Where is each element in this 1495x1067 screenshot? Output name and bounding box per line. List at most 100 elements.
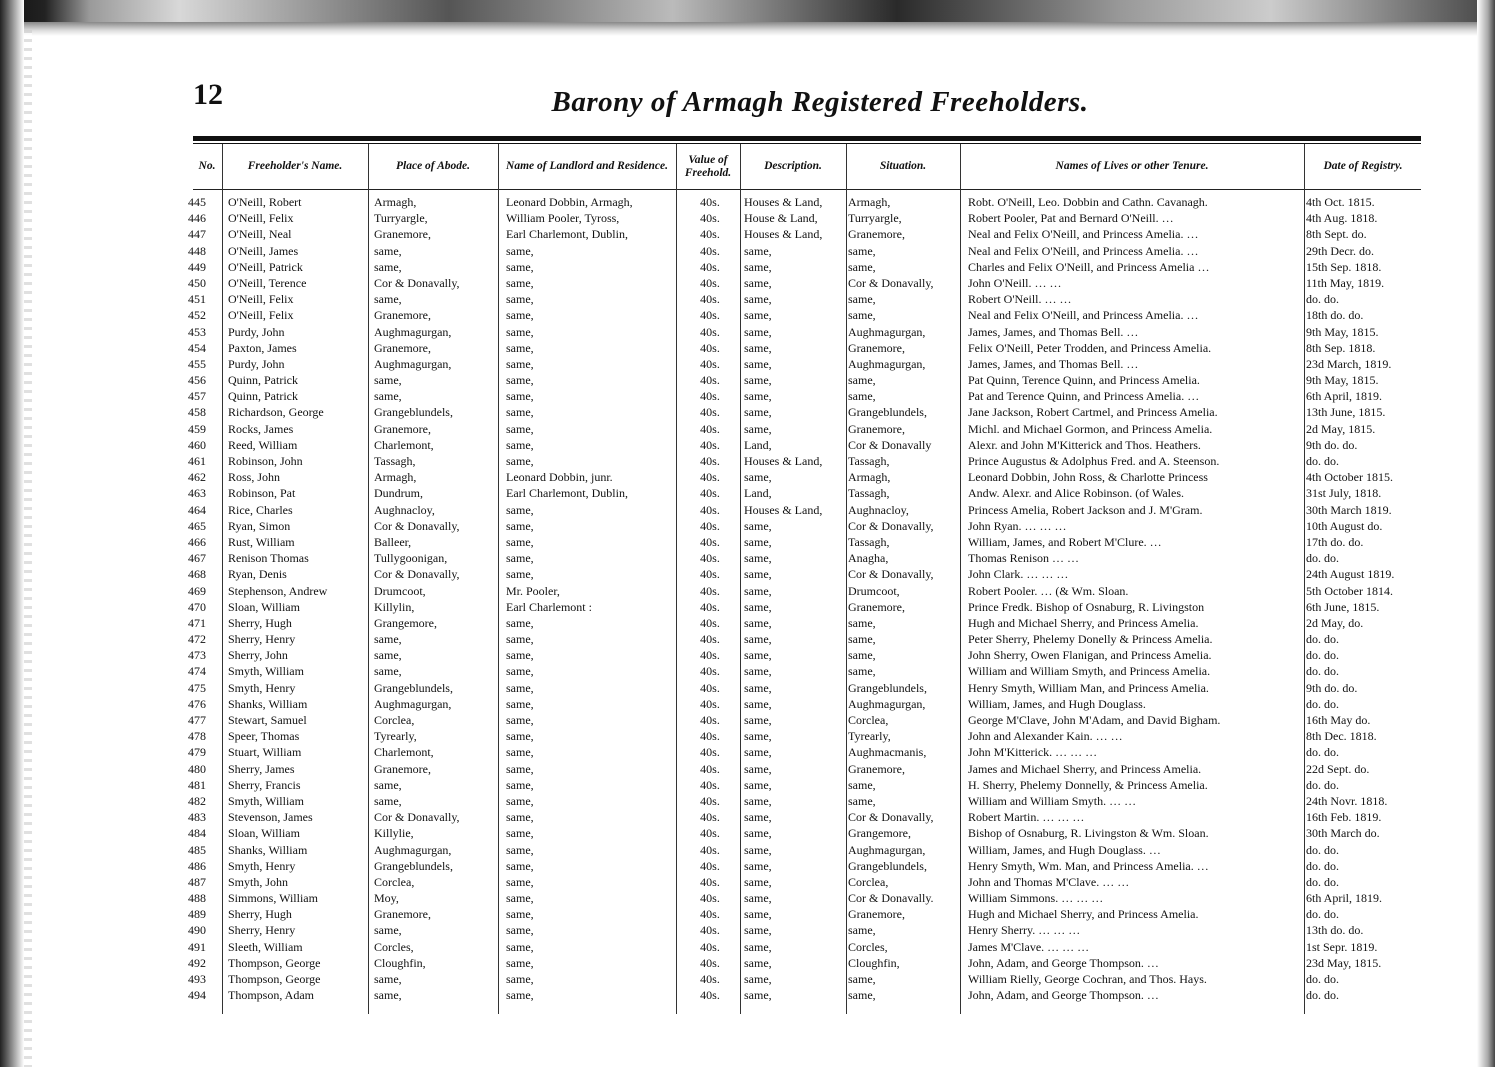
date-of-registry: do. do. xyxy=(1306,632,1339,647)
date-of-registry: 31st July, 1818. xyxy=(1306,486,1382,501)
row-number: 490 xyxy=(188,923,206,938)
place-of-abode: Grangeblundels, xyxy=(374,858,453,873)
situation: Corclea, xyxy=(848,713,889,727)
column-header-landlord: Name of Landlord and Residence. xyxy=(506,160,668,172)
place-of-abode: same, xyxy=(374,389,402,404)
date-of-registry: do. do. xyxy=(1306,454,1339,468)
scan-edge-top-shadow xyxy=(0,22,1495,36)
situation: same, xyxy=(848,259,876,274)
situation: same, xyxy=(848,243,876,258)
landlord: same, xyxy=(506,567,534,582)
landlord: same, xyxy=(506,356,534,371)
date-of-registry: do. do. xyxy=(1306,745,1339,760)
lives-or-tenure: Robert Pooler, Pat and Bernard O'Neill. … xyxy=(968,211,1174,226)
place-of-abode: Corclea, xyxy=(374,874,415,889)
lives-or-tenure: George M'Clave, John M'Adam, and David B… xyxy=(968,713,1221,727)
situation: same, xyxy=(848,389,876,404)
situation: same, xyxy=(848,632,876,647)
freeholder-name: O'Neill, Terence xyxy=(228,275,307,290)
lives-or-tenure: Henry Smyth, Wm. Man, and Princess Ameli… xyxy=(968,858,1209,873)
freeholder-name: Stevenson, James xyxy=(228,810,313,825)
row-number: 445 xyxy=(188,195,206,209)
row-number: 481 xyxy=(188,777,206,792)
situation: Aughmagurgan, xyxy=(848,842,926,857)
date-of-registry: 2d May, do. xyxy=(1306,615,1364,630)
freehold-value: 40s. xyxy=(700,858,720,873)
landlord: Earl Charlemont, Dublin, xyxy=(506,227,628,242)
lives-or-tenure: William and William Smyth, and Princess … xyxy=(968,664,1211,679)
situation: same, xyxy=(848,923,876,938)
situation: Cor & Donavally, xyxy=(848,810,934,825)
landlord: same, xyxy=(506,292,534,307)
place-of-abode: Corcles, xyxy=(374,939,414,954)
description: same, xyxy=(744,405,772,420)
freehold-value: 40s. xyxy=(700,227,720,242)
description: same, xyxy=(744,745,772,760)
description: same, xyxy=(744,793,772,808)
freeholder-name: Smyth, Henry xyxy=(228,680,296,695)
description: same, xyxy=(744,534,772,549)
header-rule-thin xyxy=(193,143,1421,144)
freeholder-name: O'Neill, Felix xyxy=(228,292,294,307)
page-title: Barony of Armagh Registered Freeholders. xyxy=(551,86,1089,118)
freeholder-name: Ryan, Simon xyxy=(228,518,291,533)
row-number: 450 xyxy=(188,275,206,290)
situation: Anagha, xyxy=(848,551,889,566)
freehold-value: 40s. xyxy=(700,793,720,808)
place-of-abode: same, xyxy=(374,793,402,808)
lives-or-tenure: Robert Martin. … … … xyxy=(968,810,1085,825)
place-of-abode: Killylie, xyxy=(374,826,414,841)
lives-or-tenure: James, James, and Thomas Bell. … xyxy=(968,356,1139,371)
lives-or-tenure: Andw. Alexr. and Alice Robinson. (of Wal… xyxy=(968,486,1185,501)
row-number: 494 xyxy=(188,988,206,1003)
column-header-date: Date of Registry. xyxy=(1323,160,1403,172)
date-of-registry: 8th Dec. 1818. xyxy=(1306,729,1377,744)
lives-or-tenure: John Sherry, Owen Flanigan, and Princess… xyxy=(968,648,1212,663)
situation: Aughmacmanis, xyxy=(848,745,927,760)
row-number: 455 xyxy=(188,356,206,371)
row-number: 464 xyxy=(188,502,206,517)
description: same, xyxy=(744,421,772,436)
date-of-registry: 8th Sept. do. xyxy=(1306,227,1367,242)
situation: same, xyxy=(848,972,876,986)
date-of-registry: 15th Sep. 1818. xyxy=(1306,259,1382,274)
date-of-registry: 9th May, 1815. xyxy=(1306,324,1379,339)
situation: same, xyxy=(848,308,876,323)
row-number: 462 xyxy=(188,470,206,485)
lives-or-tenure: Princess Amelia, Robert Jackson and J. M… xyxy=(968,502,1203,517)
landlord: same, xyxy=(506,648,534,663)
landlord: same, xyxy=(506,696,534,711)
row-number: 456 xyxy=(188,373,206,388)
situation: Grangeblundels, xyxy=(848,680,927,695)
landlord: same, xyxy=(506,405,534,420)
situation: same, xyxy=(848,615,876,630)
description: same, xyxy=(744,389,772,404)
place-of-abode: Charlemont, xyxy=(374,437,434,452)
row-number: 474 xyxy=(188,664,206,679)
landlord: same, xyxy=(506,421,534,436)
date-of-registry: 11th May, 1819. xyxy=(1306,275,1385,290)
freehold-value: 40s. xyxy=(700,534,720,549)
freehold-value: 40s. xyxy=(700,389,720,404)
place-of-abode: Dundrum, xyxy=(374,486,423,501)
freehold-value: 40s. xyxy=(700,923,720,938)
freeholder-name: Renison Thomas xyxy=(228,551,309,566)
landlord: same, xyxy=(506,729,534,744)
place-of-abode: Cor & Donavally, xyxy=(374,518,460,533)
lives-or-tenure: Prince Augustus & Adolphus Fred. and A. … xyxy=(968,454,1220,468)
row-number: 453 xyxy=(188,324,206,339)
freehold-value: 40s. xyxy=(700,275,720,290)
lives-or-tenure: Prince Fredk. Bishop of Osnaburg, R. Liv… xyxy=(968,599,1205,614)
freehold-value: 40s. xyxy=(700,551,720,566)
row-number: 463 xyxy=(188,486,206,501)
freehold-value: 40s. xyxy=(700,454,720,468)
description: same, xyxy=(744,373,772,388)
lives-or-tenure: Henry Sherry. … … … xyxy=(968,923,1081,938)
